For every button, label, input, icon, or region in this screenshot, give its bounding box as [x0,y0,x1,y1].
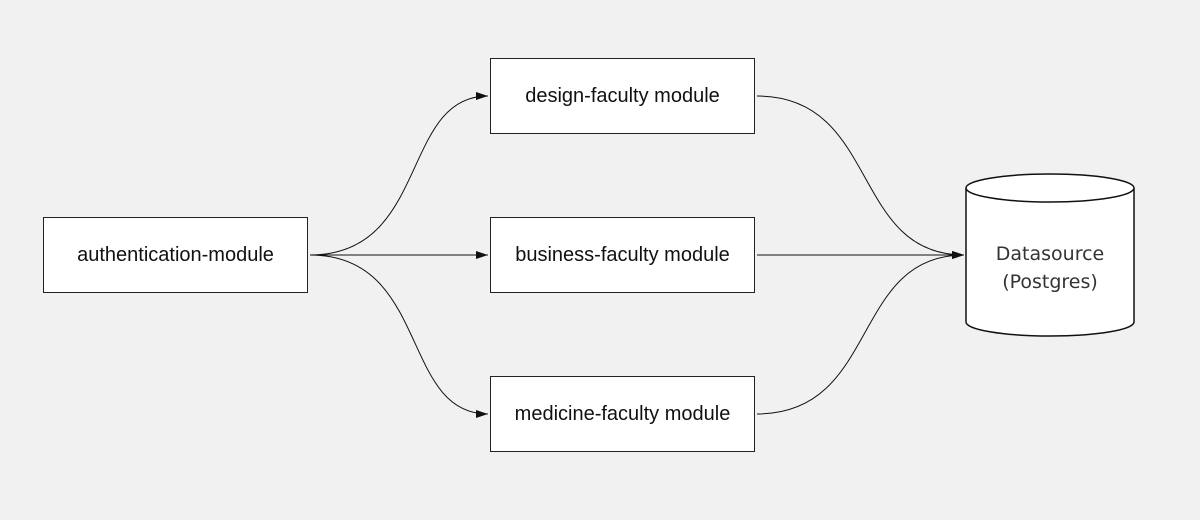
datasource-cylinder [965,173,1135,337]
edge-medicine-to-datasource [756,251,965,415]
edge-design-to-datasource [756,95,965,259]
design-faculty-module-box: design-faculty module [490,58,755,134]
datasource-engine: (Postgres) [1002,271,1098,293]
business-faculty-module-box: business-faculty module [490,217,755,293]
authentication-module-box: authentication-module [43,217,308,293]
edge-auth-to-medicine [309,254,489,418]
design-faculty-module-label: design-faculty module [525,84,720,107]
datasource-name: Datasource [995,243,1105,265]
medicine-faculty-module-box: medicine-faculty module [490,376,755,452]
business-faculty-module-label: business-faculty module [515,243,730,266]
authentication-module-label: authentication-module [77,243,274,266]
datasource-label: Datasource (Postgres) [966,240,1134,296]
medicine-faculty-module-label: medicine-faculty module [514,402,731,425]
edge-auth-to-design [309,92,489,256]
